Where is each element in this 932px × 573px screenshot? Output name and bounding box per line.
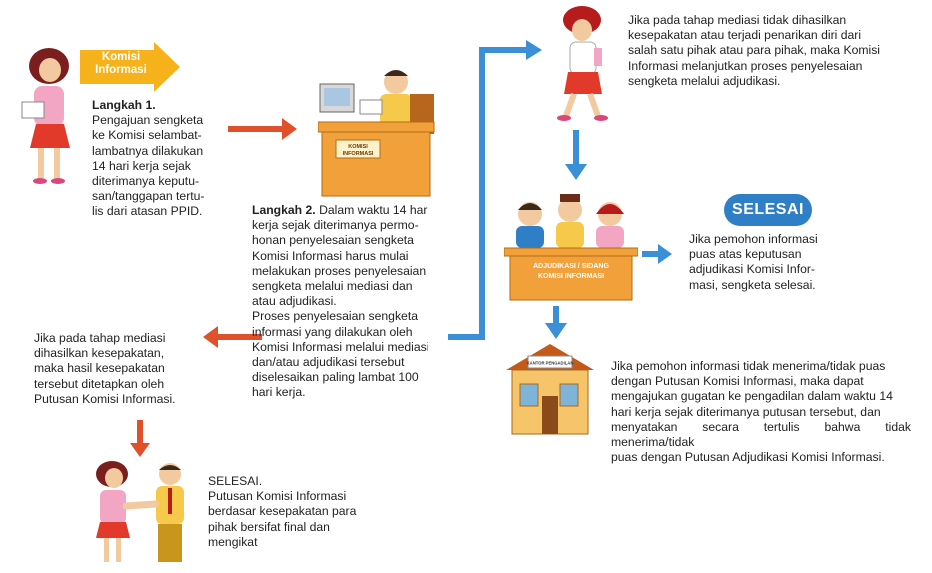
arrow-to-adjudication-path: [448, 47, 528, 340]
court-sign: KANTOR PENGADILAN: [527, 361, 574, 366]
adjudication-satisfied-text: Jika pemohon informasi puas atas keputus…: [689, 232, 818, 292]
mediation-success-text: Jika pada tahap mediasi dihasilkan kesep…: [34, 331, 176, 406]
adjudication-panel-figure: ADJUDIKASI / SIDANG KOMISI INFORMASI: [504, 194, 638, 301]
final-mediation-text: SELESAI. Putusan Komisi Informasi berdas…: [208, 474, 357, 549]
arrow-to-mediation-success: [203, 326, 262, 348]
step1-title: Langkah 1.: [92, 98, 156, 112]
step2-text: Langkah 2. Dalam waktu 14 hari kerja sej…: [252, 203, 428, 400]
desk-sign-line1: KOMISI: [348, 144, 368, 150]
arrow-to-final-mediation: [130, 420, 150, 457]
adjudication-sign-line1: ADJUDIKASI / SIDANG: [533, 263, 609, 270]
komisi-informasi-label: Komisi Informasi: [95, 51, 147, 76]
handshake-figure: [96, 461, 184, 562]
walking-woman-figure: [557, 6, 608, 121]
komisi-informasi-badge: Komisi Informasi: [80, 42, 180, 92]
step2-title: Langkah 2.: [252, 203, 316, 217]
mediation-fail-text: Jika pada tahap mediasi tidak dihasilkan…: [628, 13, 881, 88]
desk-sign-line2: INFORMASI: [343, 151, 374, 157]
arrow-step1-to-step2: [228, 118, 297, 140]
step1-text: Langkah 1. Pengajuan sengketa ke Komisi …: [92, 98, 205, 219]
selesai-badge: SELESAI: [724, 194, 812, 226]
court-text: Jika pemohon informasi tidak menerima/ti…: [611, 359, 911, 465]
officer-desk-figure: KOMISI INFORMASI: [318, 70, 435, 197]
petitioner-woman-figure: [21, 48, 70, 184]
adjudication-sign-line2: KOMISI INFORMASI: [538, 273, 604, 280]
court-building-figure: KANTOR PENGADILAN: [506, 344, 594, 435]
